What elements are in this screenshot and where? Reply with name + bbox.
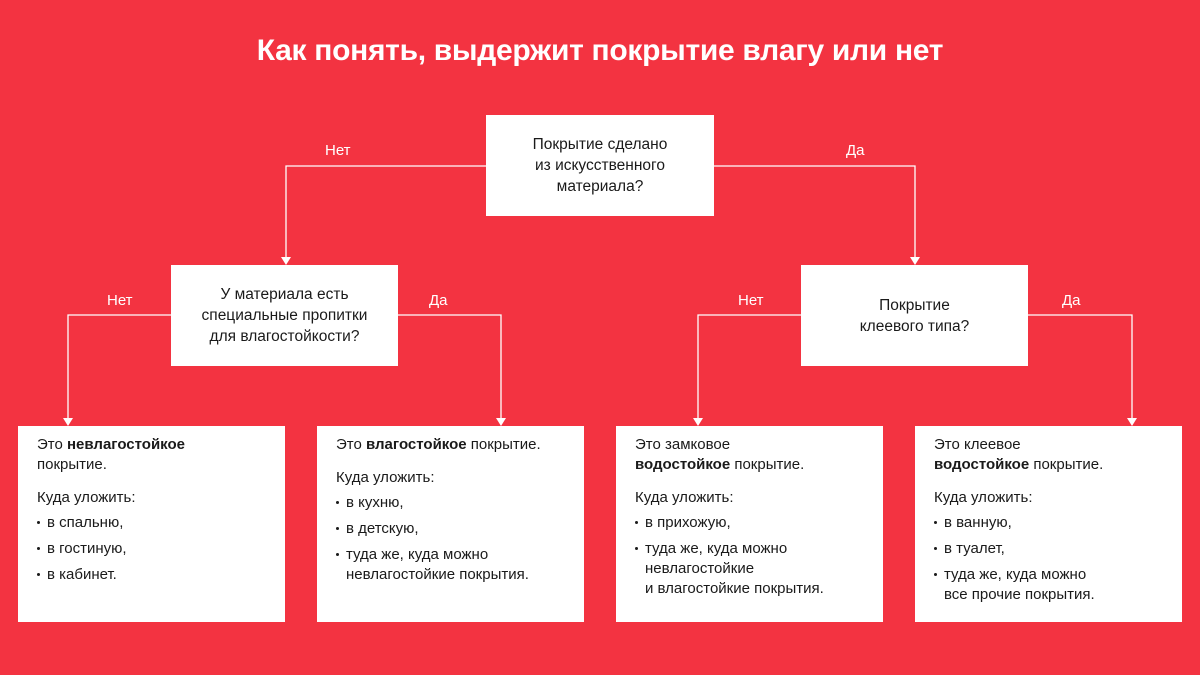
list-item: в кухню, bbox=[336, 493, 568, 513]
arrowhead bbox=[910, 257, 920, 265]
edge-label-root-yes: Да bbox=[846, 142, 865, 159]
question-text: Покрытие клеевого типа? bbox=[859, 296, 970, 335]
list-item: туда же, куда можно невлагостойкие покры… bbox=[336, 545, 568, 585]
where-label: Куда уложить: bbox=[336, 469, 435, 486]
page-title: Как понять, выдержит покрытие влагу или … bbox=[256, 34, 944, 67]
question-box-right: Покрытие клеевого типа? bbox=[801, 265, 1028, 366]
connector-root-no bbox=[285, 165, 486, 258]
result-box-lock-waterproof: Это замковое водостойкое покрытие. Куда … bbox=[616, 426, 883, 622]
connector-right-no bbox=[697, 314, 801, 419]
result-box-non-moisture-resistant: Это невлагостойкое покрытие. Куда уложит… bbox=[18, 426, 285, 622]
question-box-root: Покрытие сделано из искусственного матер… bbox=[486, 115, 714, 216]
arrowhead bbox=[693, 418, 703, 426]
list-item: в прихожую, bbox=[635, 513, 867, 533]
list-item: туда же, куда можно все прочие покрытия. bbox=[934, 565, 1166, 605]
where-label: Куда уложить: bbox=[934, 489, 1033, 506]
list-item: в ванную, bbox=[934, 513, 1166, 533]
connector-right-yes bbox=[1028, 314, 1133, 419]
edge-label-root-no: Нет bbox=[325, 142, 351, 159]
edge-label-left-yes: Да bbox=[429, 292, 448, 309]
list-item: в детскую, bbox=[336, 519, 568, 539]
list-item: в спальню, bbox=[37, 513, 269, 533]
arrowhead bbox=[496, 418, 506, 426]
arrowhead bbox=[63, 418, 73, 426]
list-item: в кабинет. bbox=[37, 565, 269, 585]
list-item: туда же, куда можно невлагостойкие и вла… bbox=[635, 539, 867, 599]
arrowhead bbox=[1127, 418, 1137, 426]
result-heading: Это клеевое водостойкое покрытие. bbox=[934, 436, 1104, 473]
where-label: Куда уложить: bbox=[37, 489, 136, 506]
question-text: У материала есть специальные пропитки дл… bbox=[201, 286, 368, 345]
result-heading: Это невлагостойкое покрытие. bbox=[37, 436, 186, 473]
room-list: в ванную, в туалет, туда же, куда можно … bbox=[934, 513, 1166, 605]
result-heading: Это замковое водостойкое покрытие. bbox=[635, 436, 805, 473]
list-item: в гостиную, bbox=[37, 539, 269, 559]
question-box-left: У материала есть специальные пропитки дл… bbox=[171, 265, 398, 366]
connector-root-yes bbox=[714, 165, 916, 258]
room-list: в кухню, в детскую, туда же, куда можно … bbox=[336, 493, 568, 585]
result-heading: Это влагостойкое покрытие. bbox=[336, 436, 541, 453]
connector-left-no bbox=[67, 314, 171, 419]
connector-left-yes bbox=[398, 314, 502, 419]
result-box-glue-waterproof: Это клеевое водостойкое покрытие. Куда у… bbox=[915, 426, 1182, 622]
question-text: Покрытие сделано из искусственного матер… bbox=[532, 136, 668, 195]
edge-label-left-no: Нет bbox=[107, 292, 133, 309]
where-label: Куда уложить: bbox=[635, 489, 734, 506]
edge-label-right-no: Нет bbox=[738, 292, 764, 309]
room-list: в спальню, в гостиную, в кабинет. bbox=[37, 513, 269, 585]
room-list: в прихожую, туда же, куда можно невлагос… bbox=[635, 513, 867, 599]
result-box-moisture-resistant: Это влагостойкое покрытие. Куда уложить:… bbox=[317, 426, 584, 622]
edge-label-right-yes: Да bbox=[1062, 292, 1081, 309]
arrowhead bbox=[281, 257, 291, 265]
list-item: в туалет, bbox=[934, 539, 1166, 559]
